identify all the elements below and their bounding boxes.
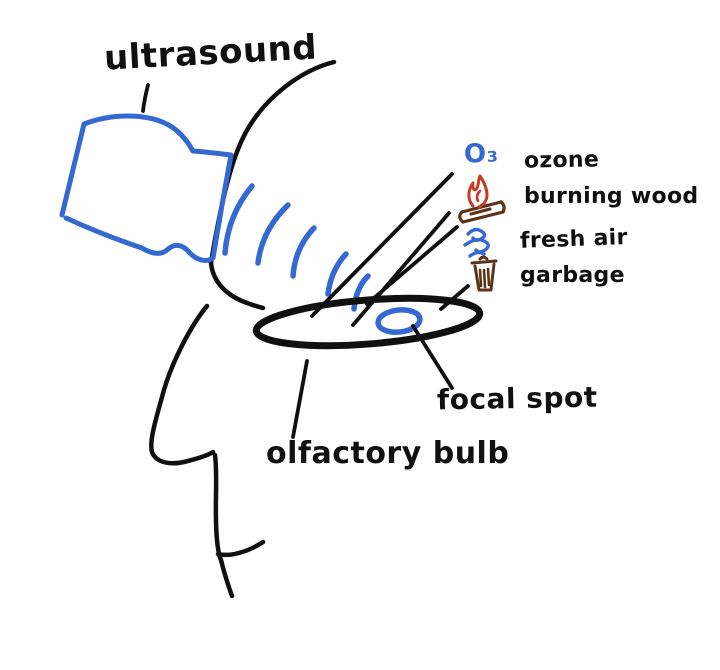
trash-lid — [470, 259, 498, 265]
wind-icon — [463, 227, 490, 258]
face-nose-outline — [149, 303, 216, 466]
wind-gust-bottom — [468, 250, 486, 258]
wave-arc-3 — [290, 225, 317, 279]
jaw-hook-stroke — [215, 539, 266, 558]
chin-neck-outline — [212, 452, 235, 599]
olfactory-bulb-label: olfactory bulb — [266, 436, 510, 471]
flame-inner-tongue — [475, 189, 482, 203]
focal-spot-pointer-line — [411, 324, 454, 390]
ultrasound-wave-arcs — [222, 183, 371, 312]
wave-arc-5 — [351, 273, 371, 312]
focal-spot-label: focal spot — [436, 380, 598, 417]
flame-outline — [467, 174, 489, 209]
log-left-cap — [458, 210, 465, 224]
wave-arc-2 — [255, 202, 291, 266]
ozone-symbol: O₃ — [463, 138, 500, 170]
ozone-pointer-line — [310, 172, 454, 318]
trash-handle — [478, 255, 489, 261]
trash-rib-3 — [486, 267, 491, 287]
trash-rib-2 — [482, 268, 487, 289]
burning-wood-pointer-line — [351, 211, 451, 327]
olfactory-bulb-pointer-line — [291, 359, 309, 439]
burning-wood-label: burning wood — [524, 184, 699, 209]
ozone-label: ozone — [523, 147, 600, 174]
fresh-air-label: fresh air — [519, 225, 629, 254]
trash-body — [473, 262, 496, 292]
log-bottom-edge — [461, 210, 505, 224]
wave-arc-4 — [325, 251, 349, 297]
fresh-air-pointer-line — [365, 225, 459, 306]
trash-rib-1 — [478, 268, 483, 288]
wave-arc-1 — [222, 183, 255, 256]
head-nose-bridge — [208, 260, 266, 311]
garbage-label: garbage — [520, 263, 625, 288]
ultrasound-pointer-line — [141, 83, 150, 113]
garbage-pointer-line — [439, 284, 470, 311]
focal-spot-shape — [375, 307, 423, 335]
ultrasound-transducer — [59, 113, 234, 263]
burning-wood-icon — [458, 174, 506, 224]
log-right-cap — [499, 200, 506, 214]
trash-icon — [470, 255, 498, 292]
log-grain-line — [469, 207, 492, 216]
annotation-lines — [141, 83, 470, 439]
head-profile — [149, 59, 337, 599]
olfactory-bulb-shape — [252, 294, 484, 350]
